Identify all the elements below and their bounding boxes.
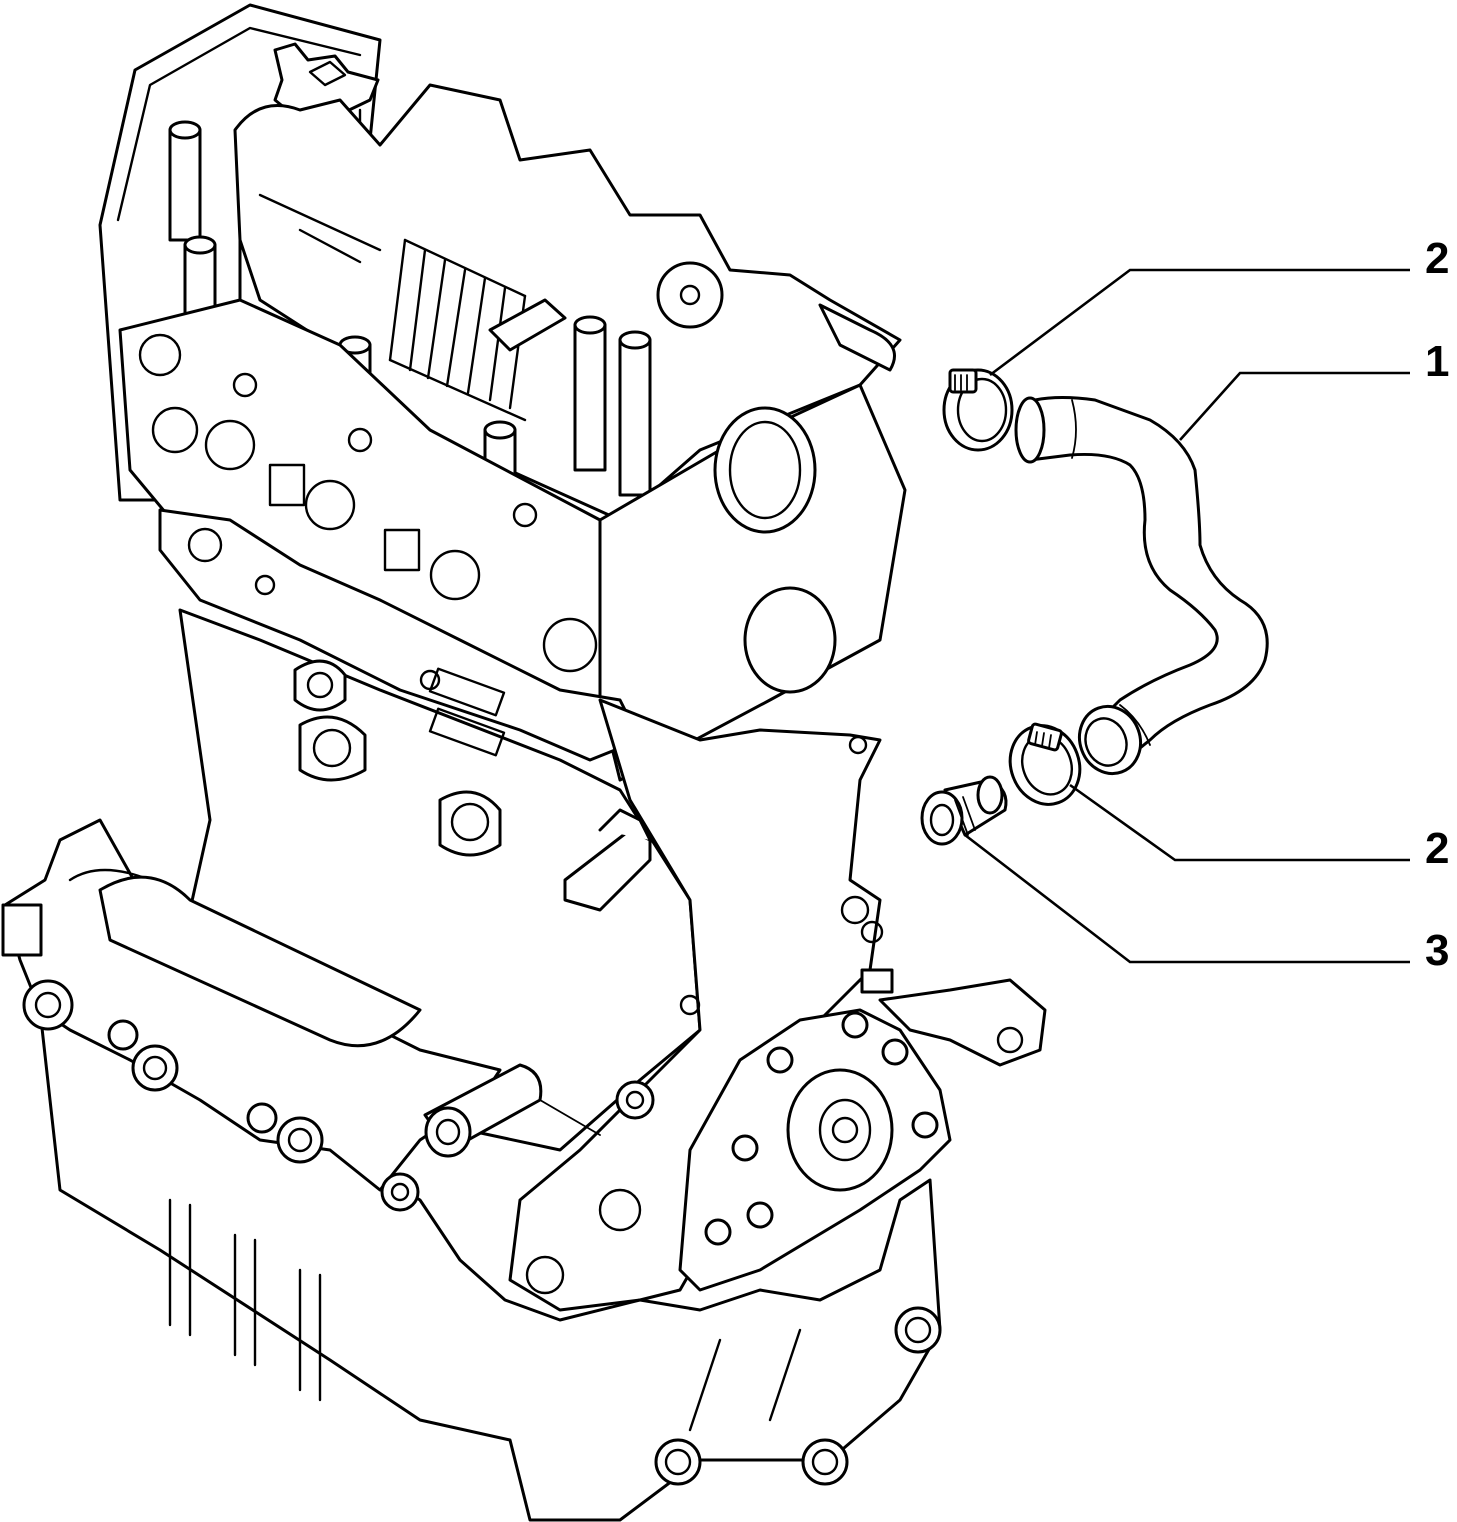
hose-clamp-top: [942, 368, 1014, 452]
camshaft-seal: [713, 406, 817, 534]
callout-leaders: [964, 268, 1410, 964]
coolant-hose: [1014, 396, 1269, 776]
engine-assembly: [1, 3, 1047, 1522]
block-ports: [293, 659, 506, 857]
callout-1: 1: [1425, 337, 1449, 386]
head-ports: [138, 333, 598, 673]
callout-2-top: 2: [1425, 234, 1449, 283]
flange-bosses: [1, 868, 655, 1212]
sump-ribs: [168, 1198, 802, 1432]
callout-3: 3: [1425, 926, 1449, 975]
valve-cover-ribs: [388, 238, 527, 422]
hose-clamp-bottom: [1008, 722, 1082, 806]
engine-mount-bracket: [878, 978, 1047, 1067]
callout-2-bottom: 2: [1425, 824, 1449, 873]
crankshaft-seal: [786, 1068, 894, 1192]
callout-labels: 2 1 2 3: [1425, 234, 1449, 975]
pipe-fitting: [920, 775, 1008, 846]
crank-housing: [98, 875, 422, 1048]
